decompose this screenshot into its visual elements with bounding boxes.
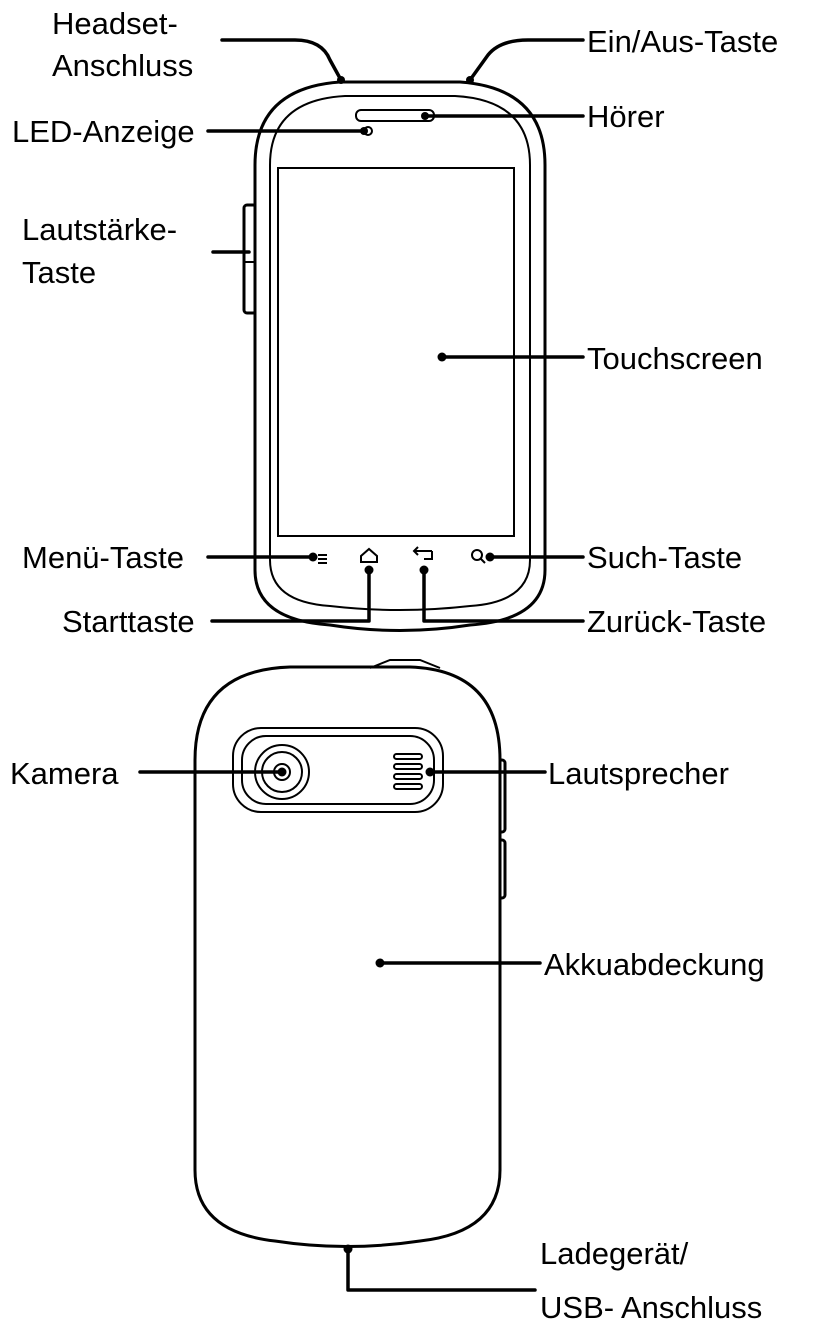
battery-cover <box>193 665 502 1248</box>
touchscreen-label: Touchscreen <box>587 341 763 376</box>
headset-jack-label-line1: Headset- <box>52 6 178 41</box>
back-key-label: Zurück-Taste <box>587 604 766 639</box>
led-indicator-label: LED-Anzeige <box>12 114 195 149</box>
home-key-label: Starttaste <box>62 604 195 639</box>
charger-usb-label-line2: USB- Anschluss <box>540 1290 762 1325</box>
volume-key-label-line2: Taste <box>22 255 96 290</box>
back-icon <box>412 546 433 560</box>
search-icon <box>471 549 486 564</box>
camera-module <box>232 727 444 813</box>
menu-key-label: Menü-Taste <box>22 540 184 575</box>
volume-key-label-line1: Lautstärke- <box>22 212 177 247</box>
battery-cover-label: Akkuabdeckung <box>544 947 765 982</box>
phone-front-body <box>253 80 547 632</box>
search-key-label: Such-Taste <box>587 540 742 575</box>
home-icon <box>360 547 378 563</box>
speaker-grill <box>393 753 423 790</box>
charger-usb-label-line1: Ladegerät/ <box>540 1236 689 1271</box>
phone-back <box>193 659 507 1248</box>
earpiece-label: Hörer <box>587 99 665 134</box>
menu-icon <box>318 554 327 564</box>
speaker-label: Lautsprecher <box>548 756 729 791</box>
camera-label: Kamera <box>10 756 119 791</box>
headset-jack-label-line2: Anschluss <box>52 48 193 83</box>
phone-front <box>242 80 547 632</box>
power-key-label: Ein/Aus-Taste <box>587 24 778 59</box>
touchscreen <box>277 167 515 537</box>
